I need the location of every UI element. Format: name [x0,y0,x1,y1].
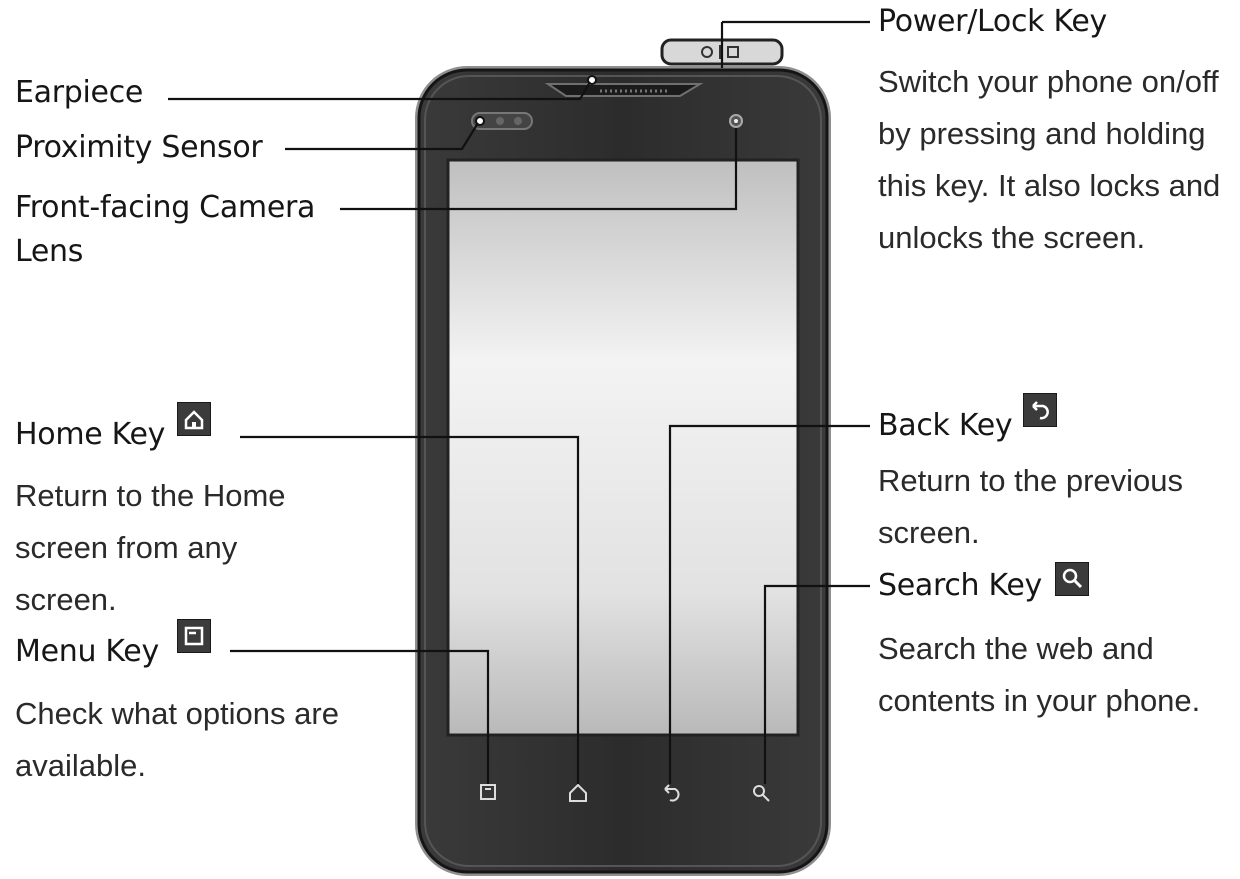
earpiece-label: Earpiece [15,75,144,110]
proximity-sensor-label: Proximity Sensor [15,130,263,165]
leader-back [668,424,870,784]
home-icon [177,402,211,436]
front-camera-label: Front-facing Camera [15,190,316,225]
search-key-description: Search the web and contents in your phon… [878,631,1201,718]
power-lock-key-description: Switch your phone on/off by pressing and… [878,64,1221,255]
home-key-label: Home Key [15,417,166,452]
bottom-menu-key [480,784,496,800]
bottom-search-key [753,785,770,802]
menu-key-label: Menu Key [15,634,159,669]
back-key-label: Back Key [878,408,1013,443]
proximity-sensor [471,112,533,130]
search-icon [1055,562,1089,596]
leader-lines [168,20,870,784]
leader-proximity [285,122,479,151]
back-key-description: Return to the previous screen. [878,463,1184,550]
bottom-home-key [569,783,587,802]
power-lock-key-label: Power/Lock Key [878,4,1107,39]
bottom-back-key [664,784,680,802]
back-arrow-icon [1023,393,1057,427]
leader-home [240,435,580,784]
menu-key-description: Check what options are available. [15,696,339,783]
leader-menu [230,649,490,784]
front-camera-lens [729,114,743,128]
search-key-label: Search Key [878,568,1042,603]
leader-earpiece [168,81,591,101]
leader-search [763,584,870,784]
phone-screen [446,158,800,737]
leader-camera [340,128,738,211]
menu-icon [177,619,211,653]
home-key-description: Return to the Home screen from any scree… [15,478,286,617]
front-camera-label-line2: Lens [15,234,84,269]
